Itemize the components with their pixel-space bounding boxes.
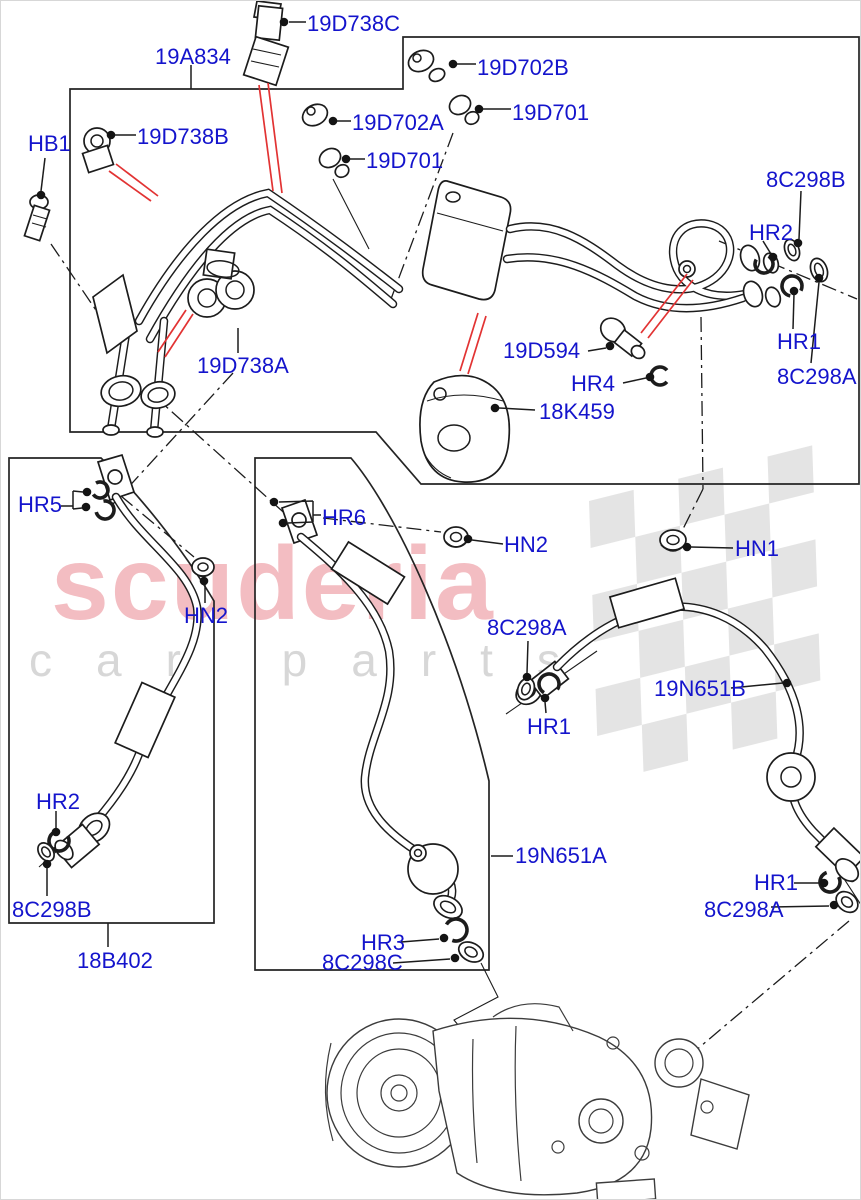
part-label-19d701: 19D701 [366,148,444,173]
main-pipe-assembly-drawing [92,180,782,438]
part-label-19a834: 19A834 [155,44,231,69]
watermark-tagline: car parts [29,634,604,686]
part-label-hr1-3: HR1 [754,870,799,895]
part-label-hr1-2: HR1 [527,714,572,739]
part-label-hr3: HR3 [361,930,406,955]
middle-hose-drawing [280,498,485,963]
part-label-19d738b: 19D738B [137,124,229,149]
part-label-19n651a: 19N651A [515,843,607,868]
leader-dots [36,17,839,963]
part-label-hn2: HN2 [184,603,229,628]
part-label-hr6: HR6 [322,505,367,530]
right-hose-drawing [515,529,860,914]
left-hose-drawing [37,453,215,869]
part-label-19d702b: 19D702B [477,55,569,80]
part-label-8c298a: 8C298A [777,364,857,389]
part-label-8c298c: 8C298C [322,950,403,975]
part-label-hr2: HR2 [749,220,794,245]
part-label-hr2-2: HR2 [36,789,81,814]
part-label-19d594: 19D594 [503,338,581,363]
part-label-18k459: 18K459 [539,399,615,424]
assembly-boxes [8,36,860,971]
part-label-hr5: HR5 [18,492,63,517]
part-label-19d738a: 19D738A [197,353,289,378]
compressor-drawing [324,1003,750,1199]
sensor-and-clip-parts [23,1,829,483]
part-label-19d701-2: 19D701 [512,100,590,125]
watermark-brand: scuderia [51,526,495,642]
main-assembly-box [69,36,860,485]
part-label-8c298a-2: 8C298A [487,615,567,640]
part-label-8c298b: 8C298B [766,167,846,192]
part-label-hr4: HR4 [571,371,616,396]
part-label-hr1: HR1 [777,329,822,354]
part-label-hn1: HN1 [735,536,780,561]
part-label-19d738c: 19D738C [307,11,400,36]
part-label-19n651b: 19N651B [654,676,746,701]
leader-lines [40,21,830,964]
red-locator-lines [108,82,694,375]
part-label-hb1: HB1 [28,131,71,156]
part-label-8c298a-3: 8C298A [704,897,784,922]
middle-assembly-box [254,457,490,971]
part-label-18b402: 18B402 [77,948,153,973]
part-label-8c298b-2: 8C298B [12,897,92,922]
part-label-hn2-2: HN2 [504,532,549,557]
watermark-checker-flag [589,445,821,772]
part-label-19d702a: 19D702A [352,110,444,135]
